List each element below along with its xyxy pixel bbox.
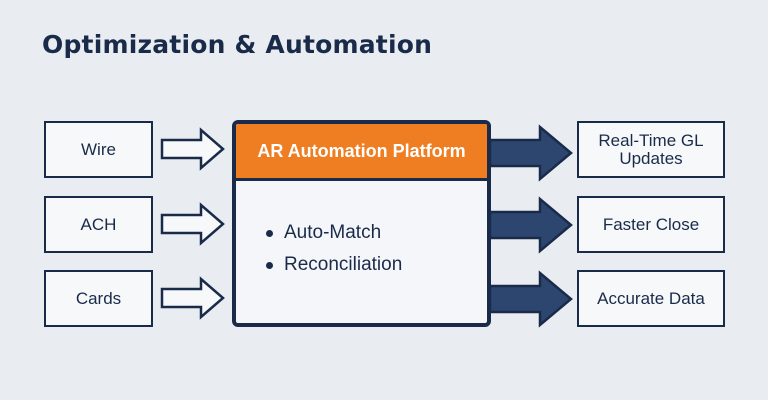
platform-feature-label: Auto-Match [284,222,382,243]
bullet-icon [266,230,273,237]
page-title: Optimization & Automation [42,30,433,59]
output-arrow-icon [490,124,573,182]
input-arrow-icon [160,276,225,320]
input-box-cards: Cards [44,270,153,327]
output-label: Accurate Data [597,288,705,308]
input-box-ach: ACH [44,196,153,253]
platform-box: AR Automation Platform Auto-Match Reconc… [232,120,491,327]
output-box-faster-close: Faster Close [577,196,725,253]
input-arrow-icon [160,127,225,171]
output-label: Faster Close [602,214,700,234]
input-box-wire: Wire [44,121,153,178]
input-label: Cards [75,288,122,308]
output-label: Real-Time GL Updates [598,130,704,168]
bullet-icon [266,262,273,269]
platform-feature-item: Reconciliation [264,249,487,281]
platform-feature-item: Auto-Match [264,217,487,249]
platform-title: AR Automation Platform [257,140,466,161]
platform-header: AR Automation Platform [236,124,487,181]
output-box-accurate-data: Accurate Data [577,270,725,327]
input-label: Wire [81,139,116,159]
output-arrow-icon [490,196,573,254]
output-box-realtime-gl: Real-Time GL Updates [577,121,725,178]
output-arrow-icon [490,270,573,328]
input-arrow-icon [160,202,225,246]
platform-feature-label: Reconciliation [284,254,403,275]
input-label: ACH [80,214,117,234]
platform-feature-list: Auto-Match Reconciliation [236,181,487,281]
